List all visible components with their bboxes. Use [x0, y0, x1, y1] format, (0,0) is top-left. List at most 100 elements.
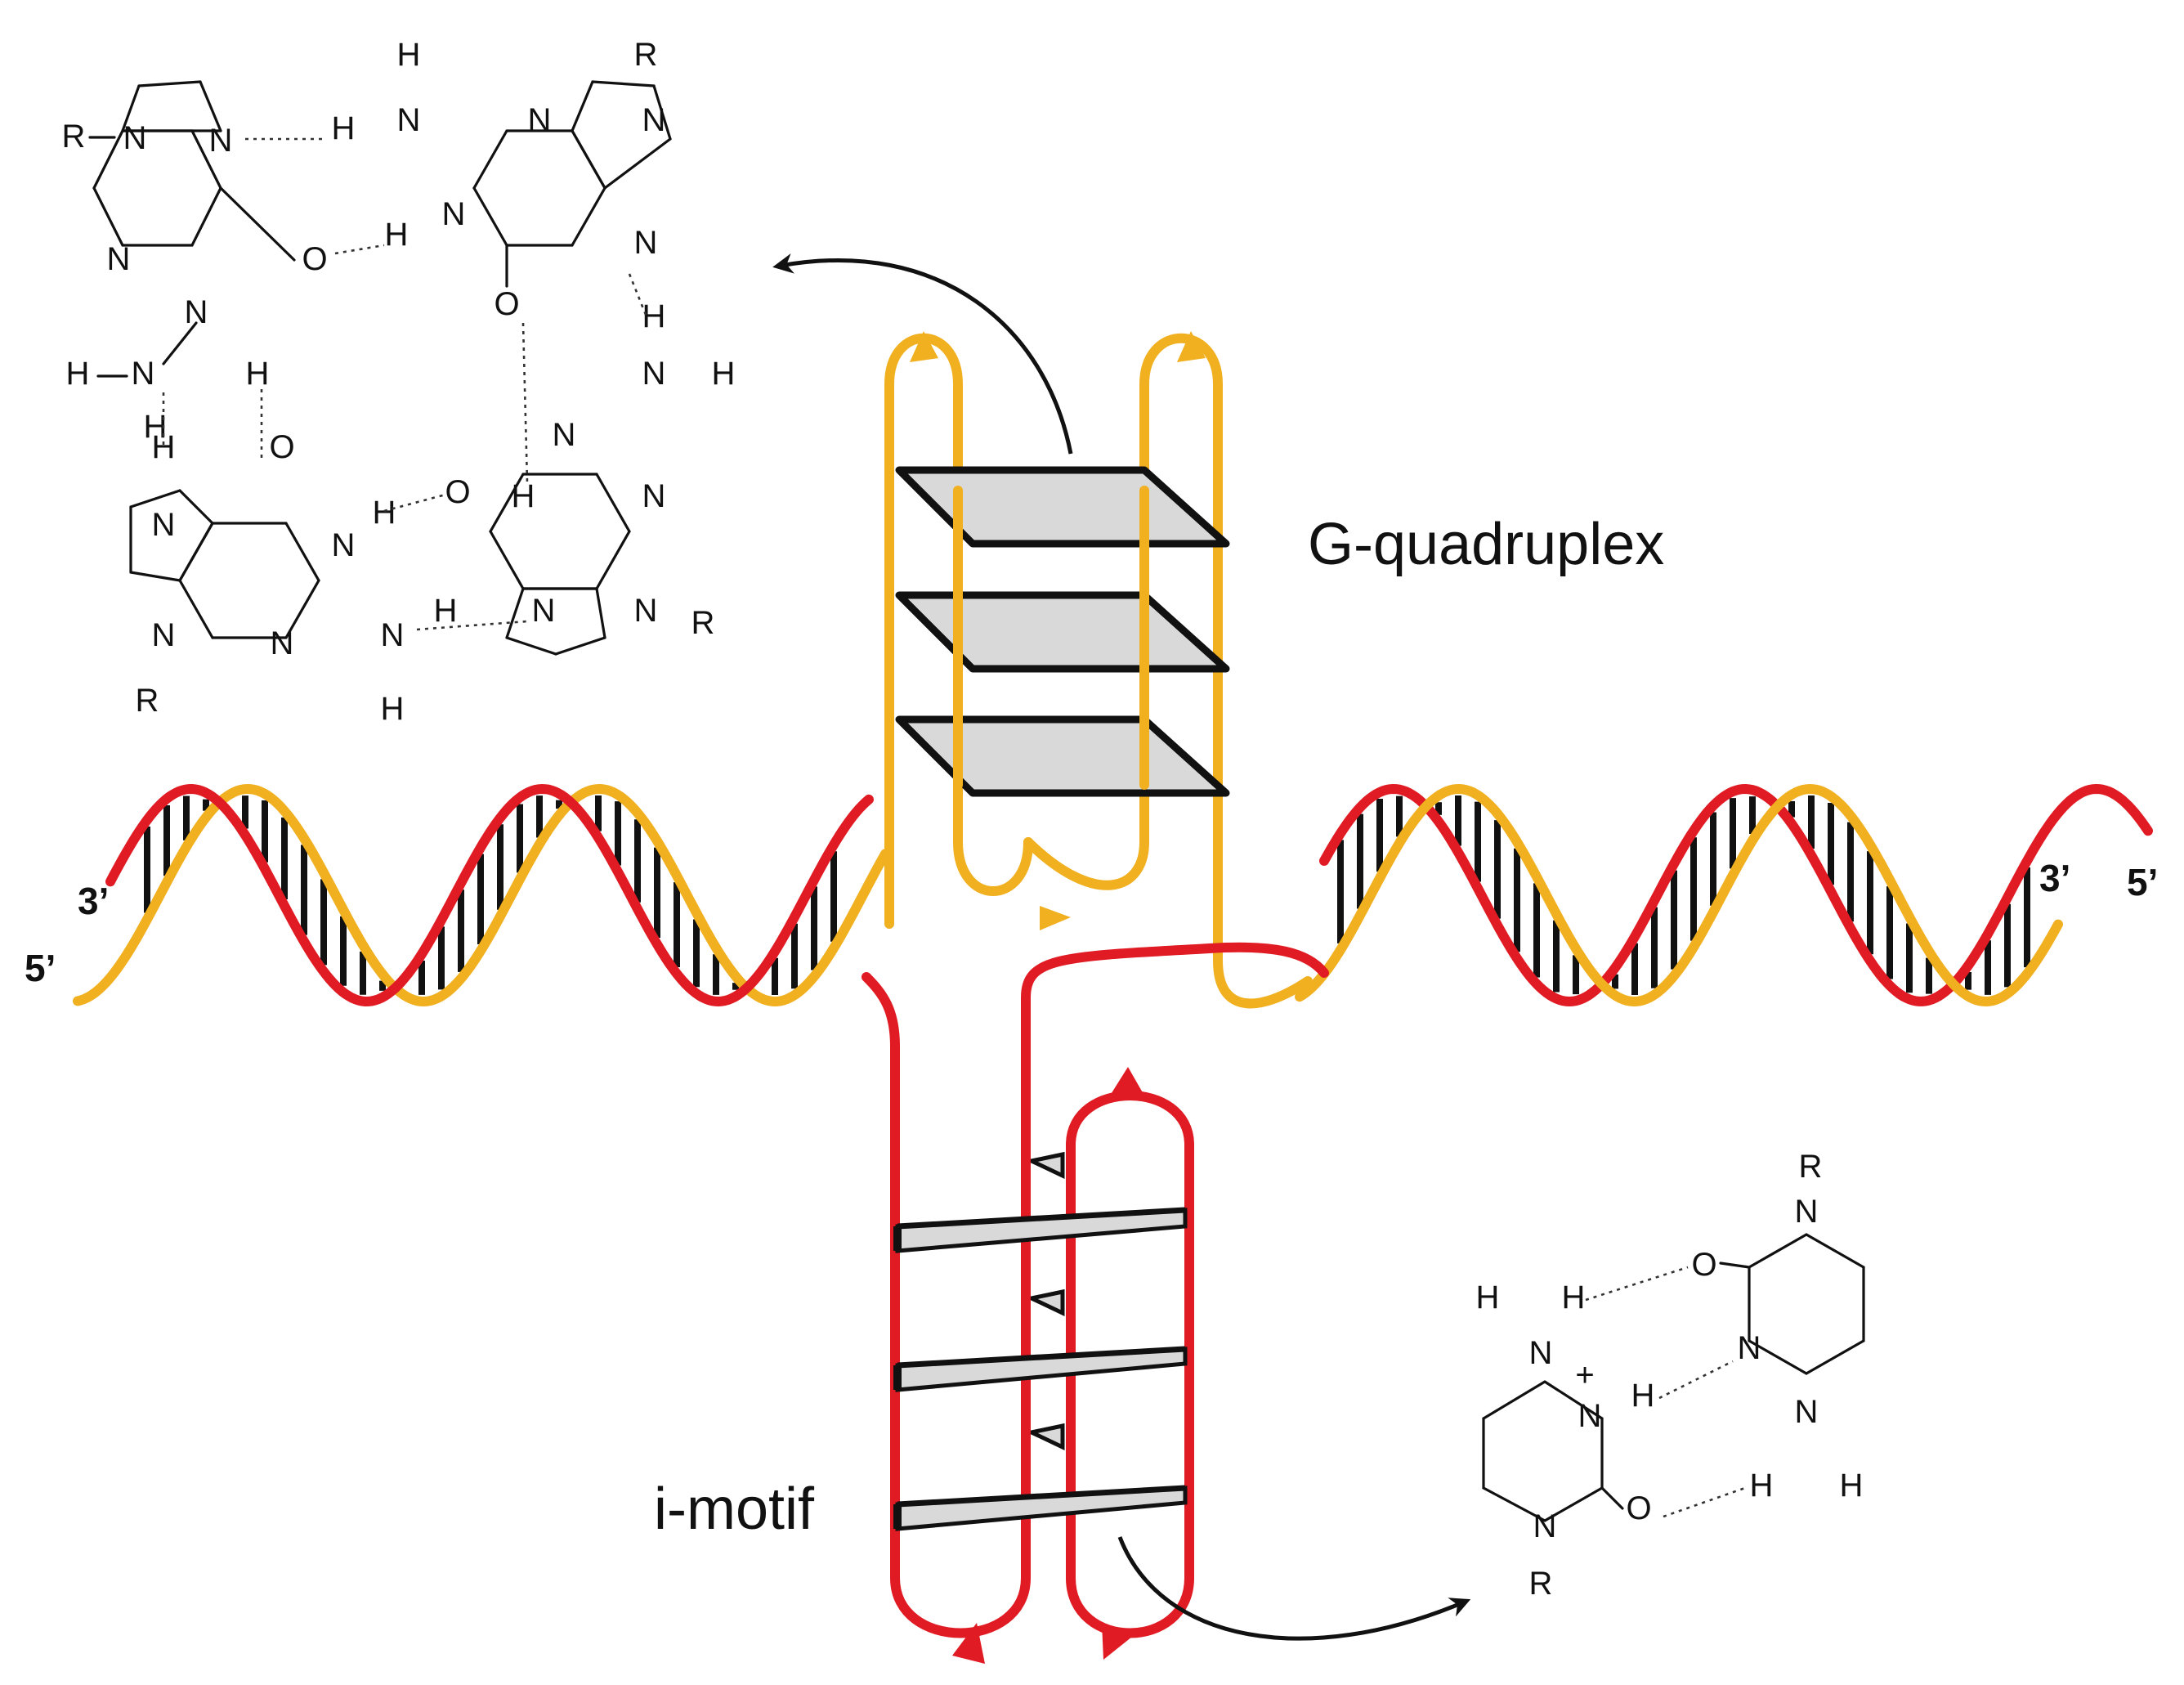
atom-label: N — [642, 478, 666, 514]
atom-label: N — [634, 593, 658, 629]
atom-label: H — [246, 356, 270, 392]
chemical-bond — [1748, 1339, 1808, 1375]
chemical-bond — [591, 80, 656, 87]
atom-label: N — [332, 527, 356, 563]
hydrogen-bond — [1663, 1486, 1746, 1518]
hydrogen-bond — [521, 322, 529, 483]
g4-strand-back-2 — [1023, 333, 1313, 1009]
chemical-bond — [472, 129, 508, 190]
duplex-left — [73, 783, 890, 1007]
chemical-bond — [137, 80, 202, 87]
atom-label: R — [1529, 1566, 1553, 1602]
atom-label: N — [123, 120, 147, 156]
chemical-bond — [1805, 1339, 1865, 1375]
base-pair-rungs-left — [144, 795, 837, 995]
atom-label: N — [209, 123, 233, 159]
g4-pointer-arrow — [772, 253, 1073, 455]
atom-label: N — [152, 617, 176, 653]
chemical-bond — [178, 522, 214, 582]
chemical-bond — [1600, 1486, 1624, 1510]
atom-label: H — [332, 110, 356, 146]
atom-label: N — [1795, 1394, 1819, 1430]
i-motif-base-pair — [1025, 1151, 1065, 1179]
chemical-bond — [595, 530, 631, 590]
chemical-bond — [219, 186, 296, 262]
atom-label: N — [1533, 1508, 1557, 1544]
atom-label: N — [642, 102, 666, 138]
atom-label: R — [634, 37, 658, 73]
g-strand-left — [73, 783, 890, 1007]
chemical-bond — [571, 80, 594, 132]
atom-label: N — [1738, 1330, 1761, 1366]
i-motif-loop-arrowhead — [1102, 1623, 1132, 1660]
chemical-bond — [92, 129, 124, 190]
g-tetrad — [895, 715, 1230, 797]
chemical-bond — [178, 579, 214, 639]
c-strand-loop-inner — [1066, 1091, 1194, 1638]
atom-label: H — [1840, 1468, 1864, 1504]
atom-label: H — [712, 356, 736, 392]
atom-label: N — [1578, 1398, 1602, 1434]
chemical-bond — [121, 84, 141, 132]
chemical-bond — [1748, 1233, 1808, 1269]
atom-label: + — [1575, 1357, 1594, 1393]
base-pair-rungs-right — [1337, 795, 2030, 995]
g4-loop-arrowhead — [1040, 906, 1071, 930]
g4-loop-arrowhead — [1177, 331, 1206, 362]
atom-label: H — [385, 217, 409, 253]
g-tetrad — [895, 591, 1230, 673]
atom-label: H — [373, 495, 396, 531]
atom-label: N — [152, 507, 176, 543]
chemical-bond — [505, 636, 557, 656]
chemical-bond — [190, 129, 222, 190]
atom-label: R — [62, 119, 86, 155]
atom-label: H — [381, 691, 405, 727]
atom-label: N — [397, 102, 421, 138]
c-strand-right — [1319, 783, 2153, 1007]
atom-label: H — [642, 298, 666, 334]
chemical-bond — [1543, 1380, 1604, 1420]
hydrogen-bond — [1585, 1266, 1689, 1302]
chemical-bond — [1805, 1233, 1865, 1269]
i-motif-structure — [862, 942, 1329, 1664]
atom-label: O — [1691, 1247, 1716, 1283]
atom-label: R — [136, 683, 159, 719]
atom-label: H — [397, 37, 421, 73]
strand-end-label-3prime-right: 3’ — [2039, 857, 2070, 899]
chemical-bond — [595, 587, 606, 639]
atom-label: H — [1750, 1468, 1774, 1504]
chemical-bond — [1543, 1486, 1604, 1522]
duplex-right — [1295, 783, 2153, 1007]
atom-label: O — [302, 241, 327, 277]
atom-label: N — [271, 625, 294, 661]
atom-label: N — [642, 356, 666, 392]
atom-label: H — [512, 478, 535, 514]
i-motif-pair-edge — [897, 1485, 1186, 1508]
atom-label: N — [528, 102, 552, 138]
chemical-bond — [1719, 1262, 1751, 1269]
atom-label: N — [532, 593, 556, 629]
chemical-bond — [199, 80, 222, 132]
atom-label: O — [269, 429, 294, 465]
chemical-bond — [652, 84, 672, 141]
chemical-bond — [571, 186, 606, 247]
atom-label: O — [445, 474, 470, 510]
chemical-bond — [190, 186, 222, 247]
chemical-bond — [92, 186, 124, 247]
atom-label: H — [1562, 1279, 1586, 1315]
chemical-bond — [129, 489, 181, 509]
chemical-bond — [1482, 1380, 1546, 1420]
atom-label: H — [1476, 1279, 1500, 1315]
g-tetrad — [895, 466, 1230, 548]
imotif-pointer-arrow — [1117, 1536, 1471, 1641]
atom-label: N — [442, 196, 466, 232]
atom-label: O — [1626, 1490, 1651, 1526]
c-strand-left — [105, 783, 874, 1007]
i-motif-label: i-motif — [654, 1477, 815, 1542]
atom-label: N — [553, 417, 576, 453]
chemical-bond — [284, 579, 320, 639]
atom-label: N — [634, 225, 658, 261]
